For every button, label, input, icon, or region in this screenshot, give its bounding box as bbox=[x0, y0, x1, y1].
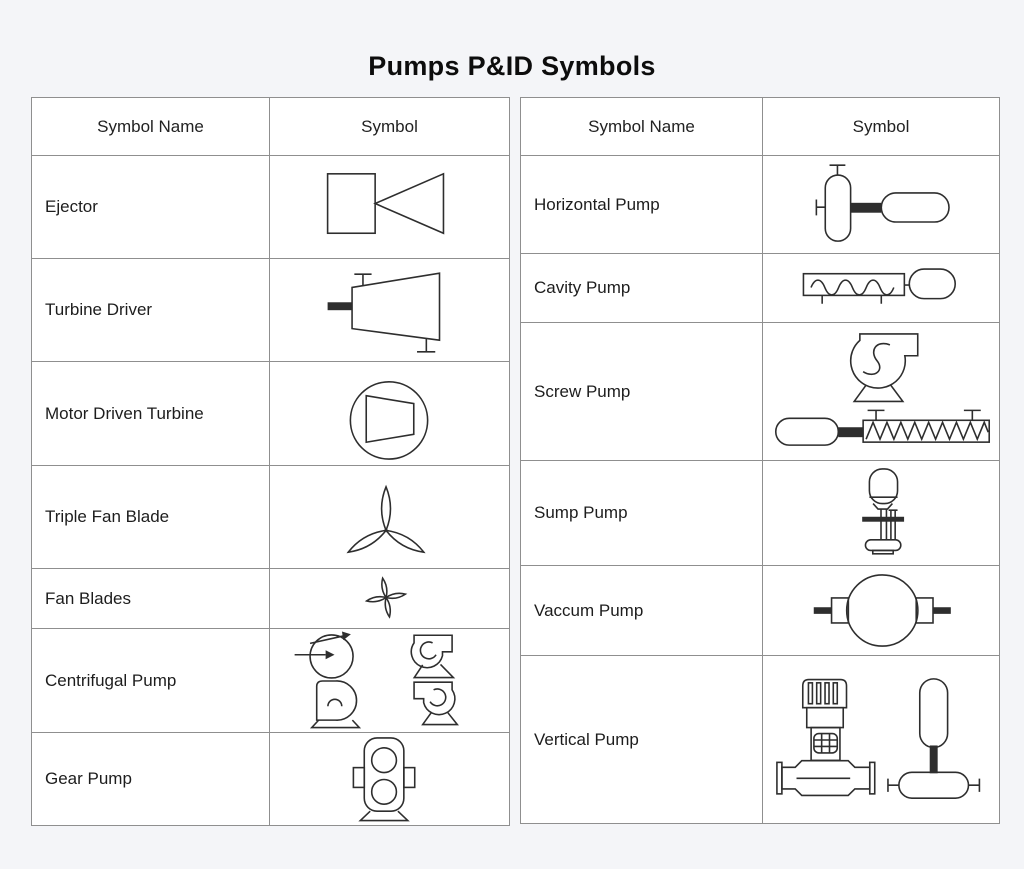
right-symbol-table: Symbol Name Symbol Horizontal Pump Cavit… bbox=[520, 97, 1000, 824]
table-row: Screw Pump bbox=[521, 323, 999, 461]
screw-pump-symbol bbox=[763, 323, 999, 460]
table-row: Triple Fan Blade bbox=[32, 466, 509, 569]
table-row: Cavity Pump bbox=[521, 254, 999, 323]
table-row: Gear Pump bbox=[32, 733, 509, 825]
vaccum-pump-symbol bbox=[763, 566, 999, 655]
page-title: Pumps P&ID Symbols bbox=[368, 51, 656, 81]
gear-pump-symbol bbox=[270, 733, 509, 825]
row-label: Turbine Driver bbox=[32, 259, 270, 361]
header-symbol: Symbol bbox=[361, 116, 418, 136]
table-header-row: Symbol Name Symbol bbox=[32, 98, 509, 156]
row-label: Ejector bbox=[32, 156, 270, 258]
row-label: Vaccum Pump bbox=[521, 566, 763, 655]
table-header-row: Symbol Name Symbol bbox=[521, 98, 999, 156]
centrifugal-pump-symbol bbox=[270, 629, 509, 732]
table-row: Centrifugal Pump bbox=[32, 629, 509, 733]
table-row: Horizontal Pump bbox=[521, 156, 999, 254]
triple-fan-blade-symbol bbox=[270, 466, 509, 568]
sump-pump-symbol bbox=[763, 461, 999, 565]
ejector-symbol bbox=[270, 156, 509, 258]
row-label: Screw Pump bbox=[521, 323, 763, 460]
horizontal-pump-symbol bbox=[763, 156, 999, 253]
row-label: Gear Pump bbox=[32, 733, 270, 825]
row-label: Sump Pump bbox=[521, 461, 763, 565]
table-row: Sump Pump bbox=[521, 461, 999, 566]
table-row: Fan Blades bbox=[32, 569, 509, 629]
vertical-pump-symbol bbox=[763, 656, 999, 823]
row-label: Cavity Pump bbox=[521, 254, 763, 322]
row-label: Horizontal Pump bbox=[521, 156, 763, 253]
turbine-driver-symbol bbox=[270, 259, 509, 361]
motor-driven-turbine-symbol bbox=[270, 362, 509, 465]
header-symbol: Symbol bbox=[852, 116, 910, 136]
row-label: Triple Fan Blade bbox=[32, 466, 270, 568]
table-row: Motor Driven Turbine bbox=[32, 362, 509, 466]
row-label: Fan Blades bbox=[32, 569, 270, 628]
table-row: Vaccum Pump bbox=[521, 566, 999, 656]
table-row: Ejector bbox=[32, 156, 509, 259]
cavity-pump-symbol bbox=[763, 254, 999, 322]
row-label: Motor Driven Turbine bbox=[32, 362, 270, 465]
header-symbol-name: Symbol Name bbox=[521, 98, 763, 155]
row-label: Vertical Pump bbox=[521, 656, 763, 823]
fan-blades-symbol bbox=[270, 569, 509, 628]
row-label: Centrifugal Pump bbox=[32, 629, 270, 732]
table-row: Vertical Pump bbox=[521, 656, 999, 823]
table-row: Turbine Driver bbox=[32, 259, 509, 362]
header-symbol-name: Symbol Name bbox=[32, 98, 270, 155]
left-symbol-table: Symbol Name Symbol Ejector Turbine Drive… bbox=[31, 97, 510, 826]
